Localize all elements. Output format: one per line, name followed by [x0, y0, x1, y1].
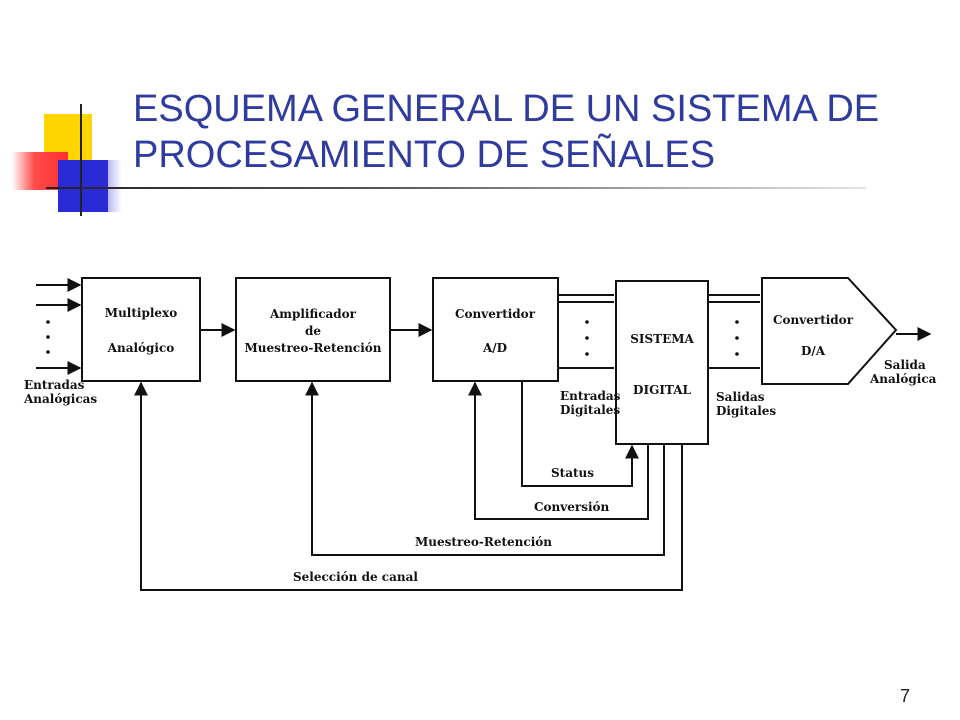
analog-inputs-label-2: Analógicas: [23, 392, 97, 406]
mux-block: [81, 277, 201, 382]
slide-title: ESQUEMA GENERAL DE UN SISTEMA DE PROCESA…: [133, 86, 933, 178]
conversion-label: Conversión: [534, 500, 610, 514]
dac-label-2: D/A: [801, 344, 826, 358]
system-label-2: DIGITAL: [633, 383, 691, 397]
analog-output-label-2: Analógica: [869, 372, 937, 386]
adc-label-1: Convertidor: [455, 307, 536, 321]
adc-bus-dot-3: [585, 352, 589, 356]
page-number: 7: [899, 686, 910, 706]
channel-select-line: [134, 381, 683, 591]
adc-bus-dot-2: [585, 336, 589, 340]
vertical-rule: [80, 104, 82, 216]
mux-label-2: Analógico: [107, 341, 175, 355]
system-label-1: SISTEMA: [630, 332, 694, 346]
input-dot-1: [46, 320, 50, 324]
amp-label-3: Muestreo-Retención: [245, 341, 382, 355]
mux-label-1: Multiplexo: [105, 306, 177, 320]
input-dot-2: [46, 335, 50, 339]
digital-inputs-label-2: Digitales: [560, 403, 620, 417]
adc-block: [432, 277, 559, 382]
analog-inputs-label-1: Entradas: [24, 378, 85, 392]
dac-bus-dot-3: [735, 352, 739, 356]
adc-label-2: A/D: [482, 341, 507, 355]
blue-glow-decoration: [92, 160, 122, 212]
status-line: [521, 381, 639, 487]
analog-output-label-1: Salida: [884, 358, 926, 372]
dac-label-1: Convertidor: [773, 313, 854, 327]
digital-outputs-label-1: Salidas: [716, 390, 765, 404]
status-label: Status: [551, 466, 594, 480]
dac-block: [761, 277, 898, 385]
channel-select-label: Selección de canal: [293, 570, 418, 584]
digital-inputs-label-1: Entradas: [560, 389, 621, 403]
title-decoration: ESQUEMA GENERAL DE UN SISTEMA DE PROCESA…: [0, 0, 960, 230]
digital-outputs-label-2: Digitales: [716, 404, 776, 418]
amp-label-1: Amplificador: [269, 307, 357, 321]
conversion-line: [468, 381, 649, 520]
title-underline-rule: [46, 187, 866, 189]
slide-title-line2: PROCESAMIENTO DE SEÑALES: [133, 134, 716, 176]
adc-bus-dot-1: [585, 320, 589, 324]
slide-title-line1: ESQUEMA GENERAL DE UN SISTEMA DE: [133, 88, 880, 130]
digital-system-block: [615, 280, 709, 445]
dac-bus-dot-1: [735, 320, 739, 324]
dac-bus-dot-2: [735, 336, 739, 340]
input-dot-3: [46, 350, 50, 354]
sample-hold-line: [305, 381, 665, 556]
sample-hold-label: Muestreo-Retención: [415, 535, 552, 549]
amp-label-2: de: [305, 324, 321, 338]
